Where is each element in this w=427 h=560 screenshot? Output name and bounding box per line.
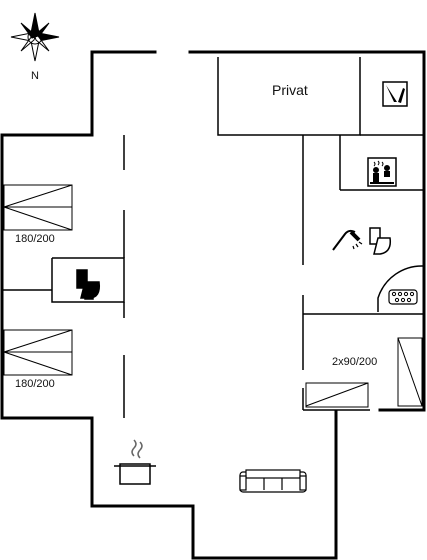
private-room-label: Privat <box>272 82 308 98</box>
toilet-icon-right <box>369 227 392 255</box>
interior-walls <box>2 57 424 418</box>
whirlpool-icon <box>377 265 425 312</box>
bed-1-label: 180/200 <box>15 233 55 245</box>
bed-1 <box>3 184 73 231</box>
sauna-icon <box>367 157 397 187</box>
compass-rose-icon <box>10 12 60 62</box>
bed-2-label: 180/200 <box>15 378 55 390</box>
north-label: N <box>31 70 39 82</box>
shower-icon <box>332 229 363 251</box>
sofa-icon <box>239 469 307 493</box>
cooking-pot-icon <box>114 439 156 485</box>
broom-icon <box>382 81 408 107</box>
bed-3 <box>305 337 423 408</box>
bed-3-label: 2x90/200 <box>332 356 378 368</box>
toilet-icon-left <box>76 269 101 300</box>
bed-2 <box>3 329 73 376</box>
outer-walls <box>0 50 426 560</box>
